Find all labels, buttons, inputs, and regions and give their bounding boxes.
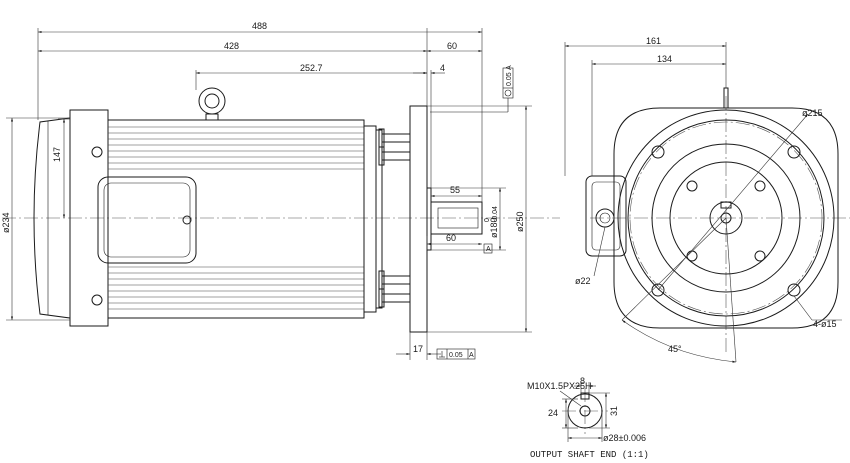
dim-spigot-depth: 4	[440, 63, 445, 73]
shaft-detail-title: OUTPUT SHAFT END (1:1)	[530, 450, 649, 460]
dim-terminal-box-width: 161	[646, 36, 661, 46]
eyebolt	[198, 87, 226, 121]
dim-key-height: 24	[548, 408, 558, 418]
perpendicularity-tolerance: 0.05 A	[436, 348, 476, 360]
svg-text:-0.04: -0.04	[492, 206, 499, 222]
spigot-circle	[651, 143, 801, 293]
rear-end-cap	[33, 117, 71, 319]
dim-holes: 4-ø15	[813, 319, 837, 329]
mounting-flange	[409, 105, 428, 333]
cooling-fins	[108, 126, 364, 310]
svg-text:0: 0	[484, 218, 491, 222]
stator-body	[107, 119, 365, 319]
dim-pcd: ø215	[802, 108, 823, 118]
dim-flange-thickness: 17	[413, 344, 423, 354]
dim-height-147: 147	[52, 147, 62, 162]
rear-screw-bottom	[91, 294, 103, 306]
dim-key-width: 8	[580, 376, 585, 386]
dim-shaft-key-length: 60	[446, 233, 456, 243]
terminal-box-side	[97, 176, 197, 264]
svg-text:A: A	[506, 65, 513, 70]
dim-spigot-diameter: ø180	[489, 217, 499, 238]
dim-shaft-diameter: ø28±0.006	[603, 433, 646, 443]
terminal-screw	[182, 215, 192, 225]
dim-cable-gland: ø22	[575, 276, 591, 286]
runout-tolerance: 0.05 A	[430, 65, 514, 113]
dim-eyebolt-to-flange: 252.7	[300, 63, 323, 73]
front-view: 161 134 ø215 ø22 4-ø15 45°	[564, 36, 850, 363]
rear-screw-top	[91, 146, 103, 158]
dim-flange-to-shaft: 60	[447, 41, 457, 51]
shaft-detail-keyway	[580, 392, 590, 400]
thread-label: M10X1.5PX25H	[527, 381, 592, 391]
svg-text:0.05: 0.05	[506, 72, 513, 86]
spigot	[426, 187, 432, 251]
shaft-key	[437, 207, 479, 229]
dim-terminal-offset: 134	[657, 54, 672, 64]
dim-flange-diameter: ø250	[515, 211, 525, 232]
dim-overall-length: 488	[252, 21, 267, 31]
datum-label: A	[486, 246, 491, 253]
shaft-keyway-front	[720, 201, 732, 209]
dim-body-diameter: ø234	[1, 212, 11, 233]
side-view: A 488 428 60 252.7 4 0.05 A	[1, 21, 560, 360]
flange-outline	[613, 107, 839, 329]
terminal-box-front	[585, 175, 627, 257]
dim-shaft-length: 55	[450, 185, 460, 195]
pcd-circle	[629, 121, 823, 315]
dim-body-length: 428	[224, 41, 239, 51]
dim-shaft-height: 31	[609, 406, 619, 416]
svg-text:0.05: 0.05	[449, 352, 463, 359]
dim-angle: 45°	[668, 344, 682, 354]
svg-text:A: A	[469, 352, 474, 359]
front-housing	[363, 125, 377, 313]
shaft-detail-thread	[579, 405, 591, 417]
shaft-detail: M10X1.5PX25H 8 24 31 ø28±0.006 OUTPUT SH…	[527, 376, 649, 460]
output-shaft	[430, 201, 483, 235]
